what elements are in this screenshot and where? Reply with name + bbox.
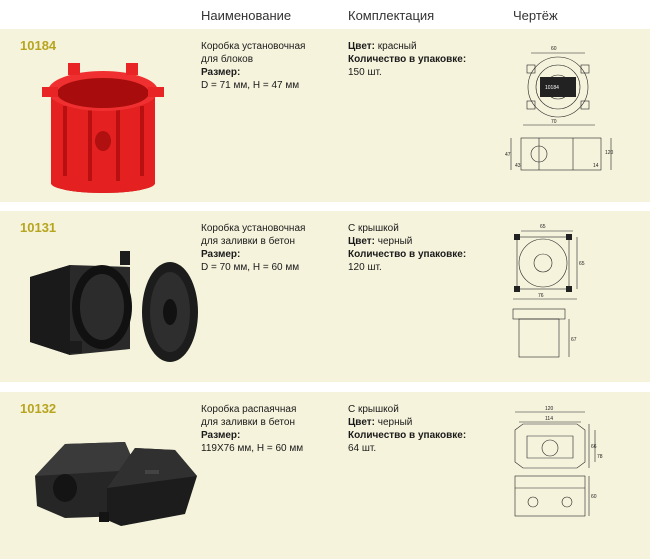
technical-drawing: 120 114 66 78 60 — [514, 406, 603, 517]
svg-text:14: 14 — [593, 163, 599, 169]
svg-text:76: 76 — [538, 293, 544, 299]
product-code: 10131 — [20, 220, 57, 235]
svg-text:114: 114 — [545, 416, 553, 422]
black-concrete-box-photo — [30, 251, 198, 362]
technical-drawing: 60 70 10184 47 43 120 14 — [505, 46, 614, 171]
svg-text:78: 78 — [597, 454, 603, 460]
product-name: Коробка распаячная для заливки в бетон Р… — [201, 404, 304, 454]
svg-text:43: 43 — [515, 163, 521, 169]
col-drawing-header: Чертёж — [513, 8, 558, 23]
svg-text:47: 47 — [505, 152, 511, 158]
svg-text:120: 120 — [545, 406, 554, 412]
product-row-10132: 10132 Коробка распаячная для заливки в б… — [0, 392, 650, 559]
col-kit-header: Комплектация — [348, 8, 435, 23]
product-code: 10184 — [20, 38, 57, 53]
product-row-10184: 10184 Коробка установочная для блоков Ра… — [0, 29, 650, 202]
svg-text:70: 70 — [551, 119, 557, 125]
svg-text:60: 60 — [551, 46, 557, 52]
svg-text:65: 65 — [540, 224, 546, 230]
product-code: 10132 — [20, 401, 57, 416]
svg-text:10184: 10184 — [545, 85, 559, 91]
product-kit: С крышкой Цвет: черный Количество в упак… — [348, 404, 467, 454]
product-name: Коробка установочная для блоков Размер: … — [201, 41, 306, 91]
product-row-10131: 10131 Коробка установочная для заливки в… — [0, 211, 650, 382]
svg-text:66: 66 — [591, 444, 597, 450]
table-header: Наименование Комплектация Чертёж — [0, 0, 650, 30]
product-kit: С крышкой Цвет: черный Количество в упак… — [348, 223, 467, 273]
svg-text:60: 60 — [591, 494, 597, 500]
red-box-photo — [42, 63, 164, 193]
junction-box-photo — [35, 442, 197, 526]
svg-text:120: 120 — [605, 150, 614, 156]
svg-text:67: 67 — [571, 337, 577, 343]
product-kit: Цвет: красный Количество в упаковке: 150… — [348, 41, 467, 78]
svg-text:65: 65 — [579, 261, 585, 267]
technical-drawing: 65 65 76 67 — [512, 224, 585, 358]
col-name-header: Наименование — [201, 8, 292, 23]
product-name: Коробка установочная для заливки в бетон… — [201, 223, 306, 273]
